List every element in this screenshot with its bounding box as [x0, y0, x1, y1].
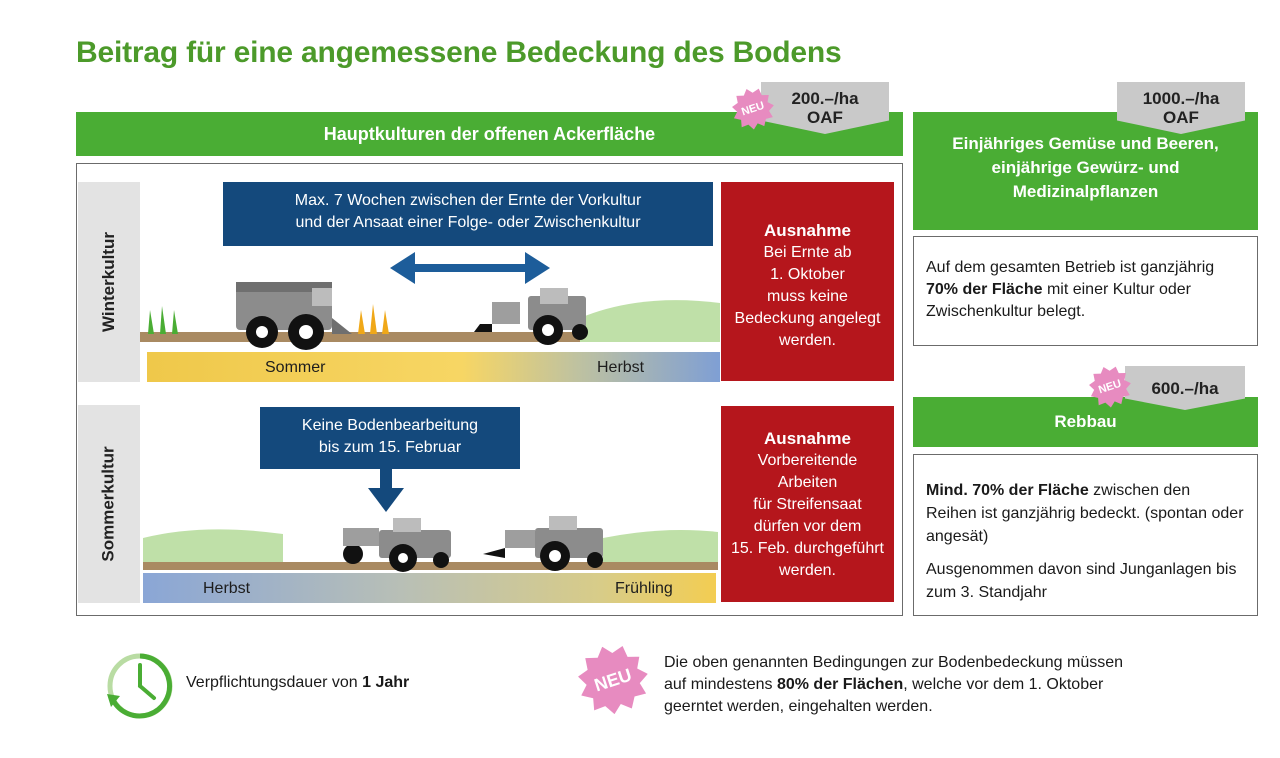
exception-line: werden.	[779, 562, 836, 579]
soil-strip	[143, 562, 718, 570]
text-emphasis: 80% der Flächen	[776, 676, 904, 693]
footer-note: Die oben genannten Bedingungen zur Boden…	[664, 652, 1134, 718]
season-label: Herbst	[203, 580, 251, 597]
exception-title: Ausnahme	[764, 429, 851, 448]
text-fragment: , welche vor dem 1. Oktober geerntet wer…	[664, 676, 1104, 715]
neu-badge: NEU	[569, 636, 657, 724]
text-fragment: Verpflichtungsdauer von	[186, 674, 363, 691]
exception-line: werden.	[779, 332, 836, 349]
exception-line: dürfen vor dem	[753, 518, 862, 535]
winter-field-illustration	[140, 252, 720, 350]
clock-icon	[107, 653, 173, 719]
tractor-icon	[474, 288, 588, 345]
price-amount: 1000.–/ha	[1142, 89, 1220, 108]
exception-line: 1. Oktober	[770, 266, 845, 283]
price-amount: 200.–/ha	[791, 89, 859, 108]
down-arrow-icon	[368, 468, 404, 512]
page-title: Beitrag für eine angemessene Bedeckung d…	[76, 36, 842, 69]
text-emphasis: 1 Jahr	[362, 674, 410, 691]
exception-line: Bei Ernte ab	[763, 244, 852, 261]
rebbau-text: Ausgenommen davon sind Junganlagen bis z…	[926, 561, 1237, 601]
winter-info-box: Max. 7 Wochen zwischen der Ernte der Vor…	[223, 182, 713, 246]
vegetables-section-header: Einjähriges Gemüse und Beeren, einjährig…	[913, 112, 1258, 230]
season-label: Frühling	[615, 580, 673, 597]
season-bar-winter: Sommer Herbst	[147, 352, 720, 382]
sommer-info-line: bis zum 15. Februar	[318, 439, 462, 456]
sommer-field-illustration	[143, 468, 718, 572]
price-tag-vegetables: 1000.–/ha OAF	[1117, 82, 1245, 134]
exception-line: Bedeckung angelegt	[734, 310, 881, 327]
sommer-info-box: Keine Bodenbearbeitung bis zum 15. Febru…	[260, 407, 520, 469]
winter-info-line: Max. 7 Wochen zwischen der Ernte der Vor…	[294, 192, 642, 209]
exception-line: 15. Feb. durchgeführt	[731, 540, 884, 557]
text-emphasis: 70% der Fläche	[926, 281, 1043, 298]
exception-line: Vorbereitende	[757, 452, 858, 469]
ripe-grain-icon	[358, 304, 389, 334]
sommer-info-line: Keine Bodenbearbeitung	[301, 417, 479, 434]
text-emphasis: Mind. 70% der Fläche	[926, 482, 1089, 499]
winter-exception-box: Ausnahme Bei Ernte ab 1. Oktober muss ke…	[721, 182, 894, 381]
soil-strip	[140, 332, 720, 342]
rebbau-text: Mind. 70% der Fläche zwischen den Reihen…	[926, 479, 1245, 548]
combine-harvester-icon	[236, 282, 352, 350]
grass-hill	[143, 529, 283, 568]
commitment-duration: Verpflichtungsdauer von 1 Jahr	[186, 674, 409, 692]
season-label: Sommer	[265, 359, 326, 376]
sommerkultur-label-text: Sommerkultur	[99, 446, 118, 562]
double-arrow-icon	[390, 252, 550, 284]
sommer-exception-box: Ausnahme Vorbereitende Arbeiten für Stre…	[721, 406, 894, 602]
grass-hill	[580, 300, 720, 342]
winterkultur-label: Winterkultur	[78, 182, 140, 382]
text-fragment: mit einer Kultur oder Zwischenkultur bel…	[926, 281, 1192, 320]
season-label: Herbst	[597, 359, 645, 376]
price-unit: OAF	[807, 108, 843, 127]
tractor-icon	[343, 518, 451, 572]
grass-hill	[603, 530, 718, 568]
text-fragment: zwischen den Reihen ist ganzjährig bedec…	[926, 482, 1244, 545]
wheat-icon	[148, 306, 178, 334]
winter-info-line: und der Ansaat einer Folge- oder Zwische…	[295, 214, 641, 231]
exception-line: muss keine	[767, 288, 848, 305]
vegetables-description: Auf dem gesamten Betrieb ist ganzjährig …	[913, 236, 1258, 346]
price-amount: 600.–/ha	[1151, 379, 1219, 398]
text-fragment: Die oben genannten Bedingungen zur Boden…	[664, 654, 1124, 693]
text-fragment: Auf dem gesamten Betrieb ist ganzjährig	[926, 259, 1215, 276]
rebbau-description: Mind. 70% der Fläche zwischen den Reihen…	[913, 454, 1258, 616]
tractor-icon	[483, 516, 603, 571]
season-bar-sommer: Herbst Frühling	[143, 573, 716, 603]
exception-line: für Streifensaat	[753, 496, 862, 513]
sommerkultur-label: Sommerkultur	[78, 405, 140, 603]
price-unit: OAF	[1163, 108, 1199, 127]
exception-line: Arbeiten	[777, 474, 838, 491]
exception-title: Ausnahme	[764, 221, 851, 240]
winterkultur-label-text: Winterkultur	[99, 232, 118, 332]
